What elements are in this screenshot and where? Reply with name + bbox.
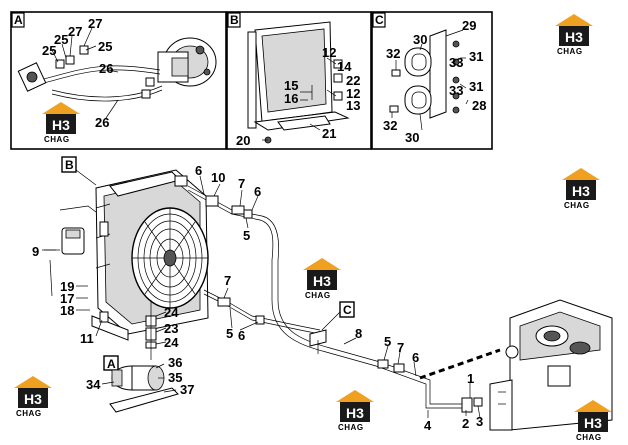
part-label: 22 [346,73,360,88]
panel-a-letter-box: A [11,12,25,28]
panel-b-part-labels: 12 14 22 12 13 15 16 20 21 [236,45,360,148]
part-label: 26 [99,61,113,76]
part-label: 27 [68,24,82,39]
part-label: 1 [467,371,474,386]
expansion-tank [44,205,109,297]
part-label: 29 [462,18,476,33]
panel-b-letter-box: B [227,12,241,28]
brand-logo [14,376,52,418]
part-label: 18 [60,303,74,318]
part-label: 23 [164,321,178,336]
part-label: 32 [383,118,397,133]
part-label: 33 [449,83,463,98]
main-hose-lines [187,185,501,409]
svg-text:C: C [343,303,352,317]
panel-c-part-labels: 29 30 32 33 31 33 31 28 32 30 [383,18,486,145]
part-label: 26 [95,115,109,130]
panel-c-letter-box: C [372,12,386,28]
panel-b-letter: B [230,13,239,27]
part-label: 16 [284,91,298,106]
part-label: 13 [346,98,360,113]
part-label: 33 [449,55,463,70]
part-label: 24 [164,305,179,320]
part-label: 36 [168,355,182,370]
part-label: 30 [405,130,419,145]
part-label: 31 [469,49,483,64]
part-label: 35 [168,370,182,385]
part-label: 28 [472,98,486,113]
part-label: 4 [424,418,432,433]
part-label: 24 [164,335,179,350]
part-label: 21 [322,126,336,141]
hose-fittings [205,195,483,413]
svg-text:B: B [65,158,74,172]
part-label: 12 [346,86,360,101]
machine-frame [489,299,613,431]
panel-a-letter: A [14,13,23,27]
part-label: 6 [238,328,245,343]
brand-logo [562,168,600,210]
part-label: 14 [337,59,352,74]
part-label: 31 [469,79,483,94]
part-label: 2 [462,416,469,431]
svg-text:A: A [107,357,116,371]
brand-logo [336,390,374,432]
part-label: 32 [386,46,400,61]
part-label: 5 [384,334,391,349]
part-label: 7 [238,176,245,191]
part-label: 9 [32,244,39,259]
radiator-cooler [91,169,209,341]
panel-a-part-labels: 25 25 27 27 25 26 26 [42,16,113,130]
main-callout-b: B [61,156,97,186]
part-label: 5 [226,326,233,341]
part-label: 11 [80,331,94,346]
part-label: 34 [86,377,101,392]
part-label: 7 [224,273,231,288]
part-label: 17 [60,291,74,306]
part-label: 27 [88,16,102,31]
part-label: 30 [413,32,427,47]
pump-assembly: A [101,300,179,413]
panel-c-drawing [389,29,469,131]
panel-c-letter: C [375,13,384,27]
part-label: 6 [195,163,202,178]
part-label: 5 [243,228,250,243]
panel-a-drawing [17,27,217,119]
part-label: 20 [236,133,250,148]
main-callout-c: C [321,301,355,331]
part-label: 15 [284,78,298,93]
part-label: 37 [180,382,194,397]
part-label: 7 [397,340,404,355]
part-label: 25 [42,43,56,58]
part-label: 6 [254,184,261,199]
part-label: 25 [54,32,68,47]
part-label: 3 [476,414,483,429]
part-label: 10 [211,170,225,185]
part-label: 25 [98,39,112,54]
main-part-labels: 6 10 7 6 5 9 19 17 18 11 7 5 6 24 23 24 … [32,163,483,433]
main-leader-lines [42,175,481,419]
part-label: 12 [322,45,336,60]
part-label: 8 [355,326,362,341]
panel-b-drawing [247,21,350,144]
part-label: 19 [60,279,74,294]
brand-logo [303,258,341,300]
part-label: 6 [412,350,419,365]
brand-logo [555,14,593,56]
